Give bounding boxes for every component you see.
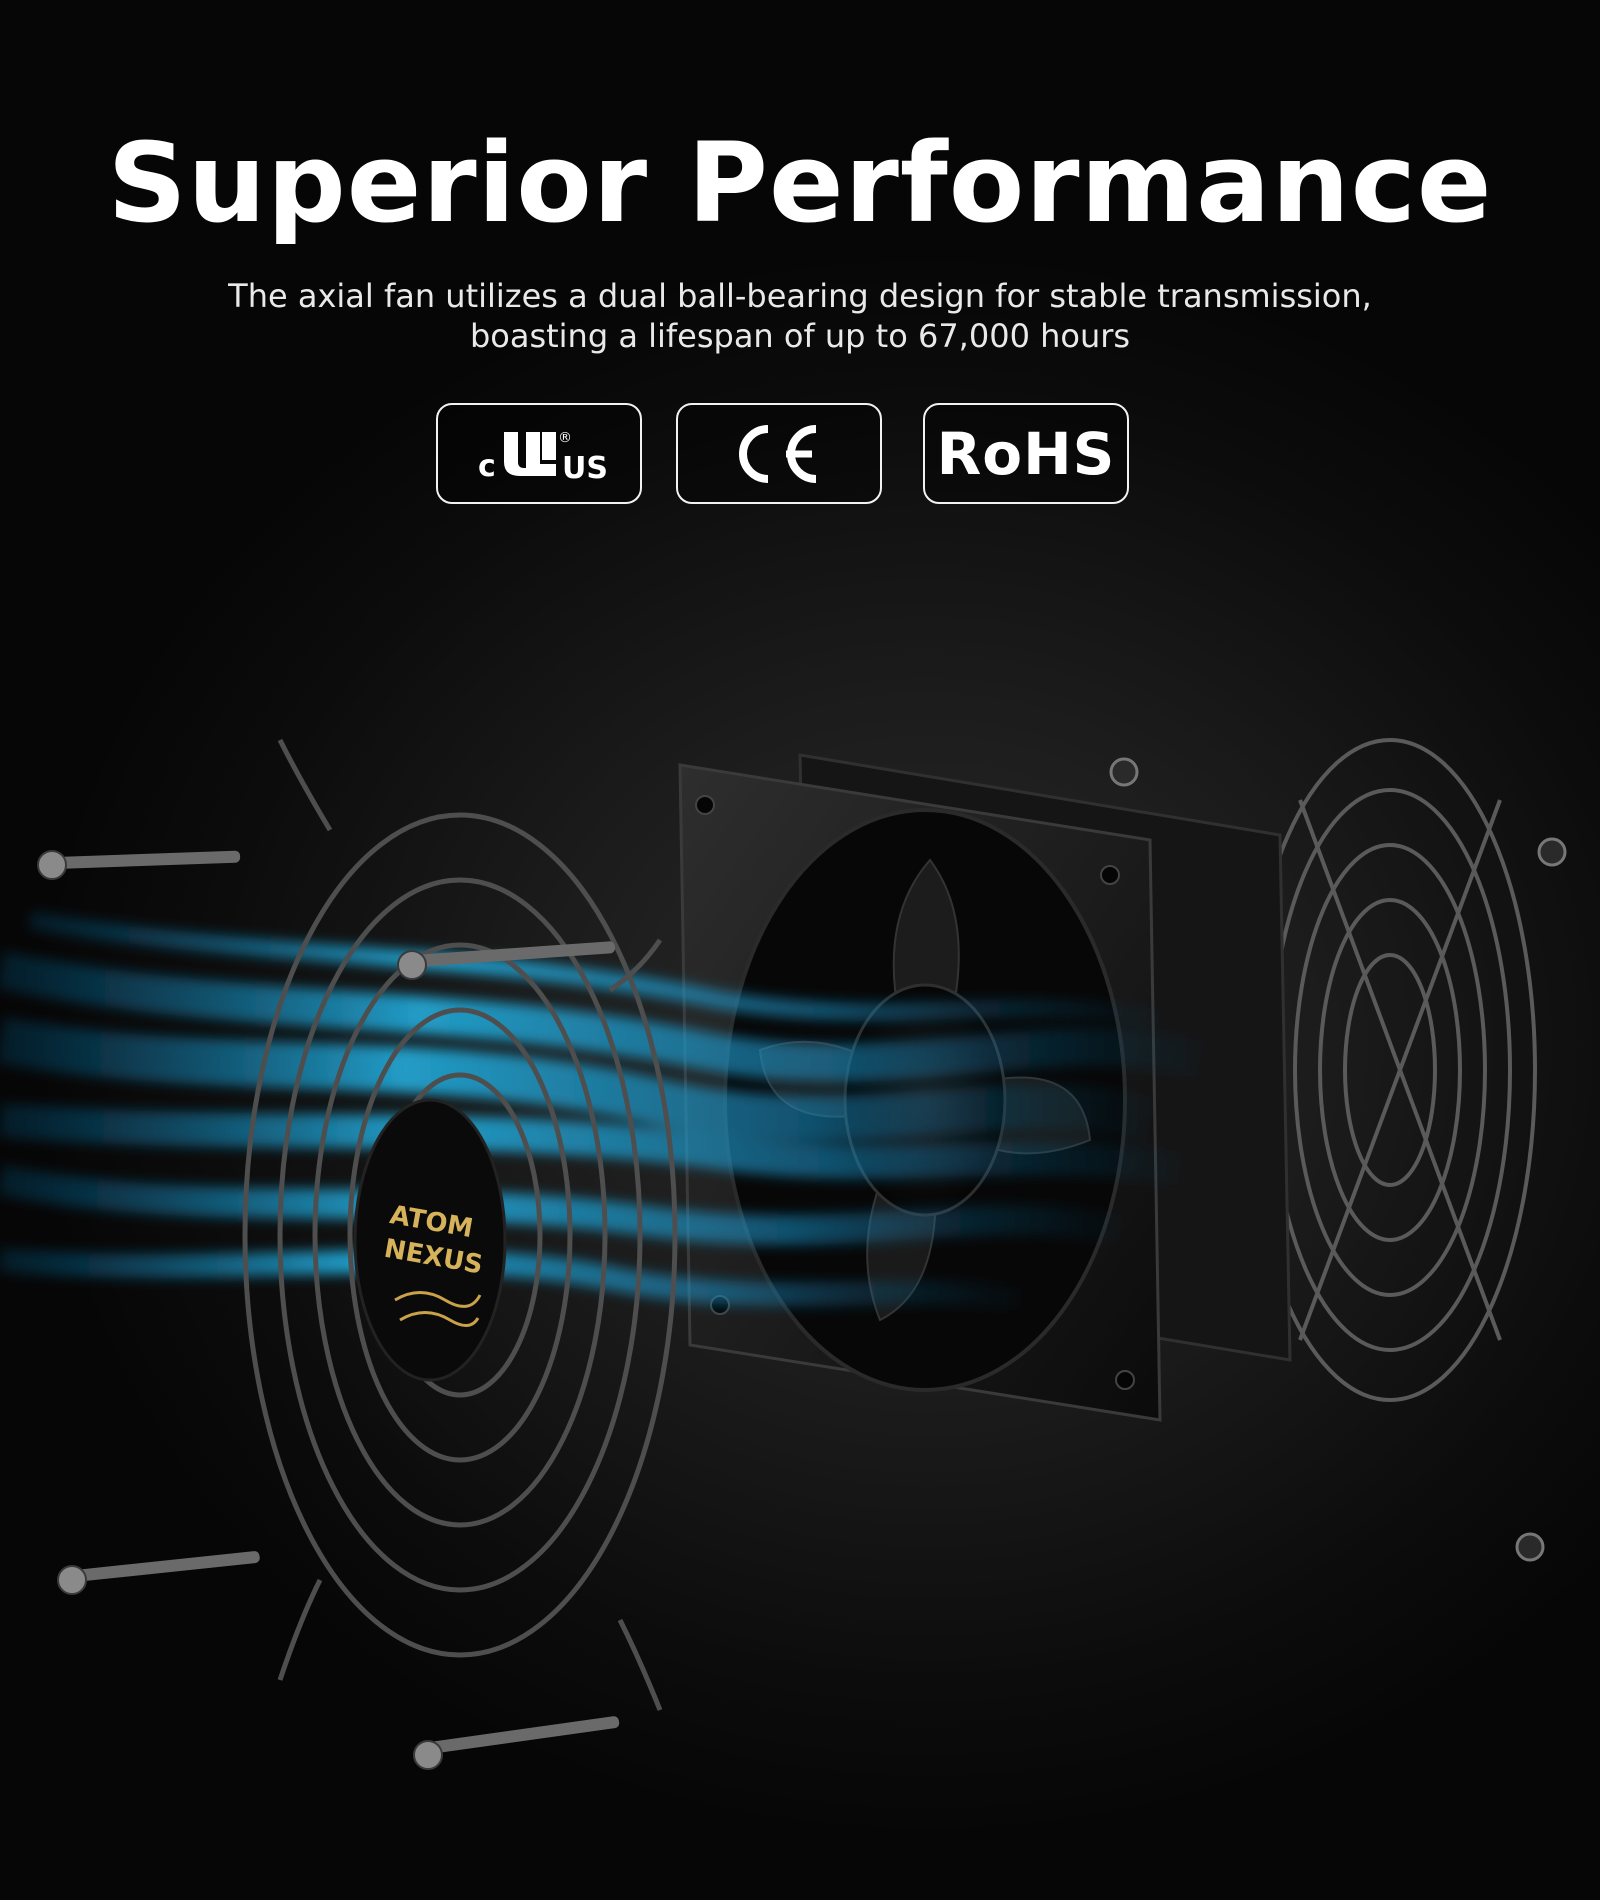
ce-mark-icon: [739, 424, 817, 483]
certification-badges: c ® US RoHS: [0, 403, 1600, 507]
mounting-nuts: [1109, 757, 1567, 1562]
screw: [413, 1716, 620, 1770]
nut: [1537, 837, 1567, 867]
front-fan-guard: [242, 738, 678, 1711]
ul-listed-icon: c ® US: [478, 430, 608, 486]
ul-registered-mark: ®: [558, 430, 572, 446]
page-title: Superior Performance: [107, 119, 1493, 247]
subtitle-line-2: boasting a lifespan of up to 67,000 hour…: [469, 317, 1131, 355]
ul-suffix-text: US: [562, 451, 608, 486]
mounting-screws: [37, 850, 620, 1770]
rohs-label: RoHS: [936, 419, 1116, 488]
nut: [1515, 1532, 1545, 1562]
subtitle-line-1: The axial fan utilizes a dual ball-beari…: [228, 277, 1372, 315]
brand-logo: ATOM NEXUS: [353, 1098, 507, 1382]
fan-exploded-illustration: ATOM NEXUS: [0, 738, 1567, 1770]
nut: [1109, 757, 1139, 787]
screw: [37, 850, 241, 880]
ul-certification-badge: c ® US: [436, 403, 642, 504]
screw: [57, 1551, 260, 1595]
airflow-streams: [0, 911, 1205, 1312]
rohs-certification-badge: RoHS: [923, 403, 1129, 504]
subtitle: The axial fan utilizes a dual ball-beari…: [200, 276, 1400, 356]
ul-prefix-text: c: [478, 449, 496, 484]
screw: [397, 941, 616, 980]
ce-certification-badge: [676, 403, 882, 504]
